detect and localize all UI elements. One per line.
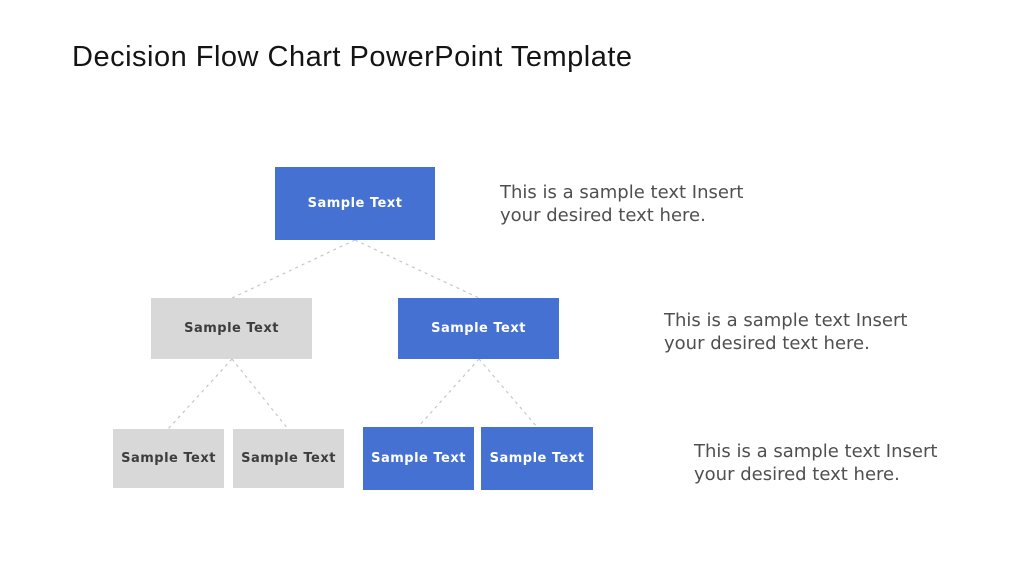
annotation-line: your desired text here. [664, 333, 870, 354]
connector-root-to-level2-left [231, 239, 356, 299]
connector-level2-right-to-level3-3 [417, 358, 480, 428]
annotation-line: This is a sample text Insert [694, 441, 938, 462]
flow-node-label: Sample Text [307, 196, 403, 211]
flow-node-label: Sample Text [241, 451, 336, 466]
flow-node-label: Sample Text [371, 451, 466, 466]
flow-node-level2-right[interactable]: Sample Text [398, 298, 559, 359]
slide-title[interactable]: Decision Flow Chart PowerPoint Template [72, 41, 633, 73]
flow-node-level3-1[interactable]: Sample Text [113, 429, 224, 488]
annotation-text-level2[interactable]: This is a sample text Insert your desire… [664, 309, 907, 355]
annotation-line: your desired text here. [500, 205, 706, 226]
flow-node-label: Sample Text [431, 321, 526, 336]
flow-node-level3-3[interactable]: Sample Text [363, 427, 474, 490]
connector-root-to-level2-right [354, 239, 480, 299]
flow-node-level2-left[interactable]: Sample Text [151, 298, 312, 359]
annotation-text-level3[interactable]: This is a sample text Insert your desire… [694, 440, 937, 486]
flow-node-level3-2[interactable]: Sample Text [233, 429, 344, 488]
annotation-line: This is a sample text Insert [664, 310, 908, 331]
annotation-line: This is a sample text Insert [500, 182, 744, 203]
flow-node-label: Sample Text [184, 321, 279, 336]
flow-node-root[interactable]: Sample Text [275, 167, 435, 240]
connector-level2-left-to-level3-1 [167, 358, 233, 430]
connector-level2-right-to-level3-4 [478, 358, 538, 428]
flow-node-level3-4[interactable]: Sample Text [481, 427, 593, 490]
annotation-line: your desired text here. [694, 464, 900, 485]
annotation-text-level1[interactable]: This is a sample text Insert your desire… [500, 181, 743, 227]
connector-level2-left-to-level3-2 [231, 358, 289, 430]
flow-node-label: Sample Text [489, 451, 585, 466]
flow-node-label: Sample Text [121, 451, 216, 466]
